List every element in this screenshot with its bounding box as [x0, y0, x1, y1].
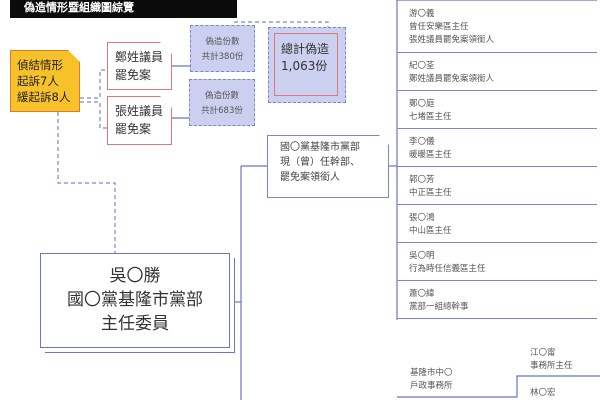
case-zheng: 鄭姓議員 罷免案 [107, 42, 172, 90]
household-office: 基隆市中〇 戶政事務所 [410, 367, 453, 393]
member-item: 張〇鴻中山區主任 [397, 205, 597, 243]
count-value: 共計683份 [201, 106, 243, 116]
note-line: 起訴7人 [17, 74, 59, 88]
total-label: 總計偽造 [281, 42, 330, 56]
main-name: 吳〇勝 [109, 266, 161, 286]
member-name: 游〇義 [409, 9, 435, 19]
note-line: 緩起訴8人 [17, 90, 71, 104]
count-box-683: 偽造份數 共計683份 [189, 79, 255, 126]
staff-name: 林〇宏 [530, 388, 556, 398]
office-staff-item: 林〇宏 [530, 387, 556, 400]
member-role: 暖暖區主任 [409, 150, 452, 160]
member-name: 蕭〇緯 [409, 289, 435, 299]
member-role: 張姓議員罷免案領銜人 [409, 35, 495, 45]
count-label: 偽造份數 [205, 37, 240, 47]
main-role: 主任委員 [101, 314, 169, 334]
main-org: 國〇黨基隆市黨部 [67, 290, 203, 310]
member-name: 鄭〇庭 [409, 99, 435, 109]
count-value: 共計380份 [201, 52, 244, 62]
case-label: 罷免案 [115, 68, 152, 82]
member-item: 蕭〇緯黨部一組總幹事 [397, 281, 597, 319]
member-name: 張〇鴻 [409, 213, 435, 223]
party-line: 罷免案領銜人 [280, 172, 340, 183]
case-zhang: 張姓議員 罷免案 [107, 96, 172, 145]
member-name: 紀〇荃 [409, 61, 435, 71]
case-label: 鄭姓議員 [115, 50, 164, 64]
member-item: 吳〇明行為時任信義區主任 [397, 243, 597, 281]
member-name: 李〇儀 [409, 137, 435, 147]
party-group-box: 國〇黨基隆市黨部 現（曾）任幹部、 罷免案領銜人 [267, 135, 389, 198]
main-person-box: 吳〇勝 國〇黨基隆市黨部 主任委員 [40, 253, 230, 348]
member-item: 紀〇荃鄭姓議員罷免案領銜人 [397, 53, 597, 91]
count-label: 偽造份數 [204, 91, 239, 101]
staff-role: 事務所主任 [530, 361, 573, 371]
office-line: 基隆市中〇 [410, 368, 453, 378]
case-label: 罷免案 [115, 122, 152, 136]
total-inner: 總計偽造 1,063份 [274, 33, 338, 96]
case-label: 張姓議員 [115, 104, 164, 118]
member-role: 中山區主任 [409, 226, 452, 236]
party-line: 國〇黨基隆市黨部 [280, 142, 360, 153]
note-line: 偵結情形 [17, 58, 63, 72]
member-name: 吳〇明 [409, 251, 435, 261]
page-title: 偽造情形暨組織圖綜覽 [10, 0, 237, 18]
office-staff-item: 江〇甯 事務所主任 [530, 347, 573, 373]
member-item: 郭〇芳中正區主任 [397, 167, 597, 205]
total-value: 1,063份 [281, 59, 328, 73]
member-role: 黨部一組總幹事 [409, 302, 469, 312]
total-box: 總計偽造 1,063份 [268, 27, 346, 103]
member-item: 游〇義曾任安樂區主任張姓議員罷免案領銜人 [397, 1, 597, 53]
party-line: 現（曾）任幹部、 [280, 157, 360, 168]
member-role: 曾任安樂區主任 [409, 22, 469, 32]
member-item: 鄭〇庭七堵區主任 [397, 91, 597, 129]
member-role: 鄭姓議員罷免案領銜人 [409, 74, 495, 84]
member-item: 李〇儀暖暖區主任 [397, 129, 597, 167]
staff-name: 江〇甯 [530, 348, 556, 358]
office-line: 戶政事務所 [410, 381, 453, 391]
count-box-380: 偽造份數 共計380份 [190, 25, 255, 72]
member-role: 中正區主任 [409, 188, 452, 198]
indictment-note: 偵結情形 起訴7人 緩起訴8人 [10, 50, 80, 112]
member-name: 郭〇芳 [409, 175, 435, 185]
member-role: 行為時任信義區主任 [409, 264, 486, 274]
member-role: 七堵區主任 [409, 112, 452, 122]
